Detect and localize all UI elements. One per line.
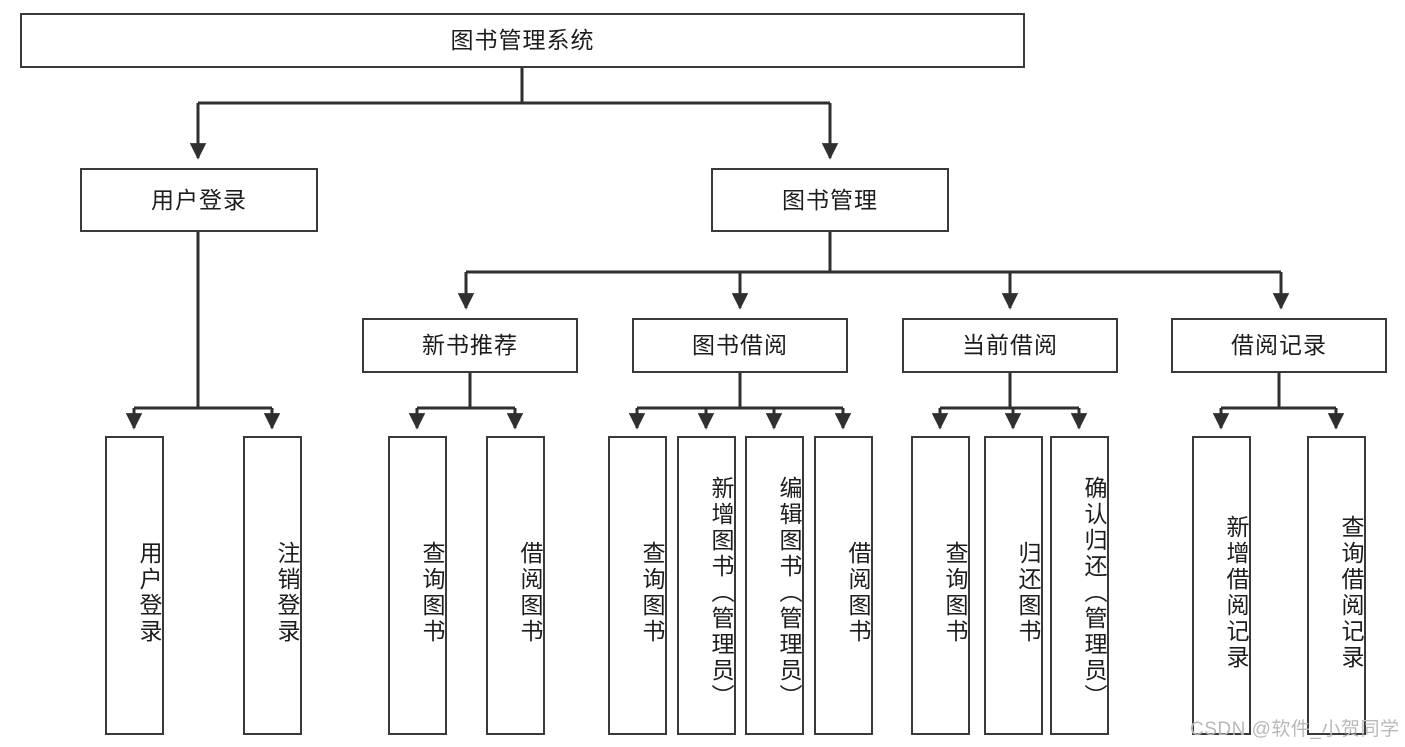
csdn-watermark: CSDN @软件_小贺同学 [1190,719,1400,740]
node-current-borrow[interactable]: 当前借阅 [902,318,1118,373]
leaf-logout[interactable]: 注销登录 [243,436,302,735]
leaf-borrow-book-1[interactable]: 借阅图书 [486,436,545,735]
leaf-borrow-book-2[interactable]: 借阅图书 [814,436,873,735]
leaf-edit-book[interactable]: 编辑图书（管理员） [745,436,804,735]
leaf-edit-book-label: 编辑图书（管理员） [776,475,802,710]
leaf-query-record[interactable]: 查询借阅记录 [1307,436,1366,735]
node-book-manage[interactable]: 图书管理 [711,168,949,232]
node-book-borrow[interactable]: 图书借阅 [632,318,848,373]
leaf-borrow-book-1-label: 借阅图书 [517,540,543,645]
node-borrow-record[interactable]: 借阅记录 [1171,318,1387,373]
leaf-query-book-2[interactable]: 查询图书 [608,436,667,735]
leaf-add-record-label: 新增借阅记录 [1223,514,1249,671]
node-book-borrow-label: 图书借阅 [692,332,788,359]
leaf-query-book-3[interactable]: 查询图书 [911,436,970,735]
leaf-confirm-return[interactable]: 确认归还（管理员） [1050,436,1109,735]
leaf-logout-label: 注销登录 [274,540,300,645]
leaf-user-login-label: 用户登录 [136,540,162,645]
node-root-label: 图书管理系统 [450,27,595,54]
node-user-login-label: 用户登录 [151,186,247,213]
leaf-query-record-label: 查询借阅记录 [1338,514,1364,671]
leaf-add-record[interactable]: 新增借阅记录 [1192,436,1251,735]
leaf-confirm-return-label: 确认归还（管理员） [1081,475,1107,710]
leaf-add-book[interactable]: 新增图书（管理员） [677,436,736,735]
leaf-query-book-2-label: 查询图书 [639,540,665,645]
node-new-book-rec-label: 新书推荐 [422,332,518,359]
node-root[interactable]: 图书管理系统 [20,13,1025,68]
leaf-query-book-1-label: 查询图书 [419,540,445,645]
node-borrow-record-label: 借阅记录 [1231,332,1327,359]
node-user-login[interactable]: 用户登录 [80,168,318,232]
leaf-add-book-label: 新增图书（管理员） [708,475,734,710]
leaf-return-book[interactable]: 归还图书 [984,436,1043,735]
node-book-manage-label: 图书管理 [782,186,878,213]
leaf-borrow-book-2-label: 借阅图书 [845,540,871,645]
leaf-return-book-label: 归还图书 [1015,540,1041,645]
leaf-user-login[interactable]: 用户登录 [105,436,164,735]
leaf-query-book-3-label: 查询图书 [942,540,968,645]
node-new-book-rec[interactable]: 新书推荐 [362,318,578,373]
node-current-borrow-label: 当前借阅 [962,332,1058,359]
leaf-query-book-1[interactable]: 查询图书 [388,436,447,735]
